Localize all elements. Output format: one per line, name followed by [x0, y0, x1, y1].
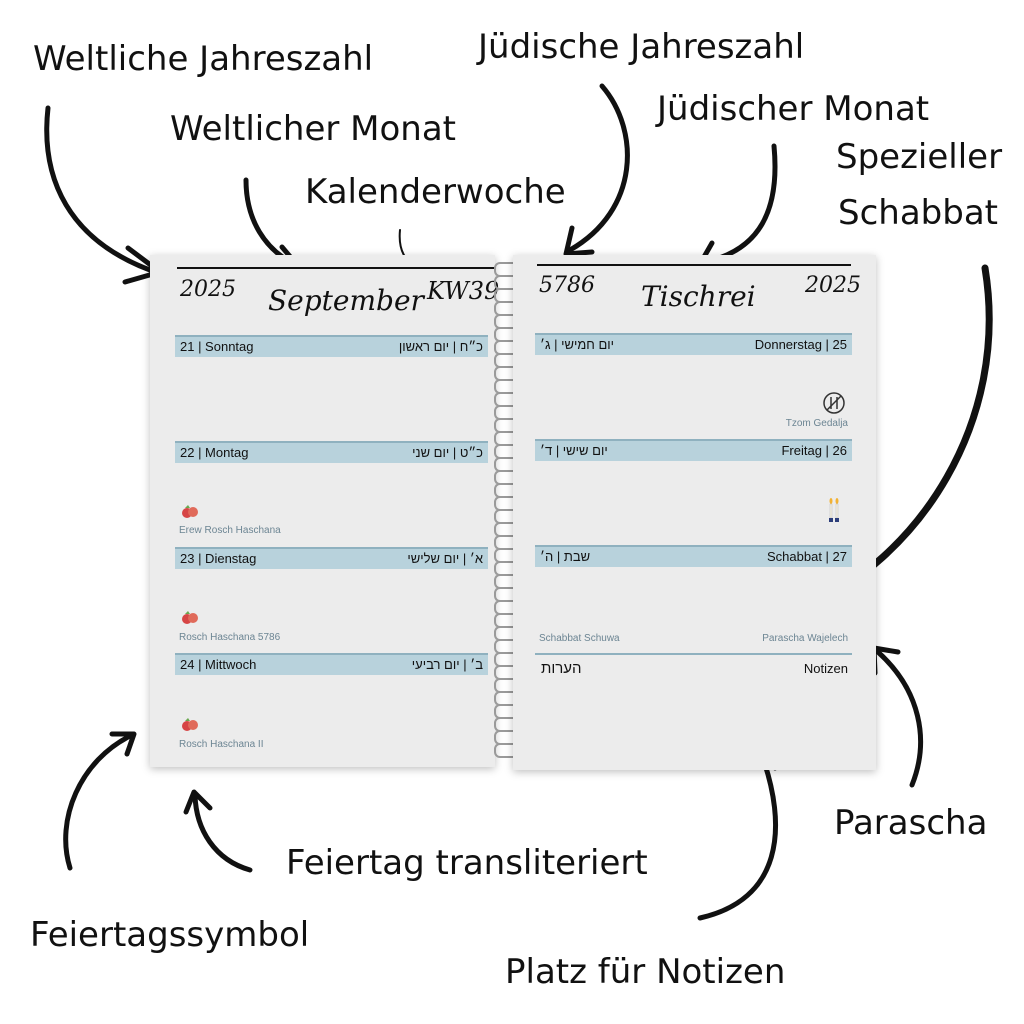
label-parascha: Parascha [834, 803, 988, 843]
day-hebrew: יום חמישי | ג׳ [540, 337, 615, 352]
holiday-name: Tzom Gedalja [785, 418, 848, 429]
day-header-tuesday: 23 | Dienstag א׳ | יום שלישי [175, 547, 488, 569]
arrow-jewish-month [702, 143, 778, 265]
label-juedischer-monat: Jüdischer Monat [657, 89, 930, 129]
month-jewish: Tischrei [641, 280, 756, 313]
arrow-holiday-translit [192, 792, 253, 873]
parascha-name: Parascha Wajelech [762, 633, 848, 644]
label-platz-fuer-notizen: Platz für Notizen [505, 952, 786, 992]
arrow-year [44, 105, 153, 273]
year-gregorian: 2025 [180, 277, 236, 302]
day-label: Donnerstag | 25 [754, 337, 847, 352]
year-gregorian-right: 2025 [805, 273, 861, 298]
day-label: 22 | Montag [180, 445, 249, 460]
calendar-week: KW39 [427, 277, 500, 305]
day-header-sunday: 21 | Sonntag כ״ח | יום ראשון [175, 335, 488, 357]
holiday-name: Erew Rosch Haschana [179, 525, 281, 536]
fast-day-icon [823, 392, 845, 414]
day-label: Freitag | 26 [781, 443, 847, 458]
label-weltliche-jahreszahl: Weltliche Jahreszahl [33, 39, 374, 79]
holiday-name: Rosch Haschana 5786 [179, 632, 281, 643]
day-hebrew: ב׳ | יום רביעי [411, 657, 483, 672]
label-feiertagssymbol: Feiertagssymbol [30, 915, 310, 955]
label-feiertag-transliteriert: Feiertag transliteriert [286, 843, 648, 883]
top-rule [537, 264, 851, 266]
arrow-jewish-year [567, 83, 630, 253]
day-header-friday: יום שישי | ד׳ Freitag | 26 [535, 439, 852, 461]
label-weltlicher-monat: Weltlicher Monat [170, 109, 457, 149]
special-shabbat-name: Schabbat Schuwa [539, 633, 620, 644]
pomegranate-icon [182, 505, 198, 518]
notes-label: Notizen [803, 661, 848, 676]
day-hebrew: יום שישי | ד׳ [540, 443, 608, 458]
candles-icon [829, 498, 839, 522]
planner-page-left: 2025 September KW39 21 | Sonntag כ״ח | י… [150, 255, 499, 767]
day-label: 21 | Sonntag [180, 339, 254, 354]
day-hebrew: א׳ | יום שלישי [407, 551, 483, 566]
month-gregorian: September [268, 284, 424, 317]
label-juedische-jahreszahl: Jüdische Jahreszahl [478, 27, 805, 67]
planner-page-right: 5786 Tischrei 2025 יום חמישי | ג׳ Donner… [513, 255, 876, 770]
day-hebrew: שבת | ה׳ [540, 549, 591, 564]
top-rule [177, 267, 495, 269]
label-kalenderwoche: Kalenderwoche [305, 172, 566, 212]
day-label: 24 | Mittwoch [180, 657, 257, 672]
label-spezieller: Spezieller [836, 137, 1003, 177]
pomegranate-icon [182, 611, 198, 624]
arrow-month [243, 177, 299, 268]
day-label: Schabbat | 27 [767, 549, 847, 564]
notes-divider [535, 653, 852, 655]
day-header-thursday: יום חמישי | ג׳ Donnerstag | 25 [535, 333, 852, 355]
day-header-monday: 22 | Montag כ״ט | יום שני [175, 441, 488, 463]
day-hebrew: כ״ח | יום ראשון [398, 339, 483, 354]
day-label: 23 | Dienstag [180, 551, 257, 566]
notes-hebrew-label: הערות [541, 660, 582, 677]
day-hebrew: כ״ט | יום שני [412, 445, 483, 460]
day-header-wednesday: 24 | Mittwoch ב׳ | יום רביעי [175, 653, 488, 675]
day-header-shabbat: שבת | ה׳ Schabbat | 27 [535, 545, 852, 567]
arrow-holiday-symbol [63, 732, 135, 871]
pomegranate-icon [182, 718, 198, 731]
arrow-notes [697, 747, 778, 921]
arrow-parascha [875, 649, 924, 788]
holiday-name: Rosch Haschana II [179, 739, 264, 750]
label-schabbat: Schabbat [838, 193, 998, 233]
year-jewish: 5786 [539, 273, 595, 298]
